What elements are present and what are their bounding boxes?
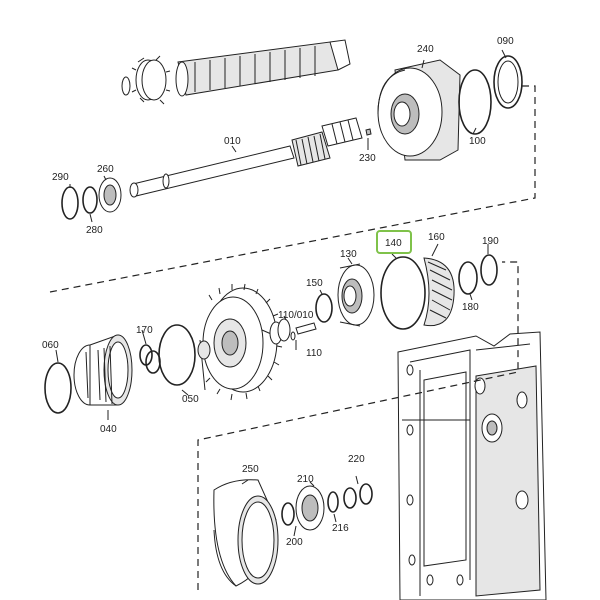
label-150: 150	[306, 278, 323, 289]
ring-140[interactable]	[380, 256, 426, 330]
label-110: 110	[306, 348, 322, 359]
label-180: 180	[462, 302, 479, 313]
label-280: 280	[86, 225, 103, 236]
ring-100[interactable]	[458, 69, 492, 135]
ring-220a[interactable]	[343, 487, 357, 509]
label-010: 010	[224, 136, 241, 147]
middle-assembly-group	[44, 243, 547, 600]
ring-050[interactable]	[158, 324, 196, 386]
ring-220b[interactable]	[359, 483, 373, 505]
label-210: 210	[297, 474, 314, 485]
label-240: 240	[417, 44, 434, 55]
label-140: 140	[385, 238, 402, 249]
pin-230[interactable]	[365, 128, 372, 136]
label-160: 160	[428, 232, 445, 243]
highlight-box-140[interactable]	[376, 230, 412, 254]
ring-280[interactable]	[82, 186, 98, 214]
ring-200[interactable]	[281, 502, 295, 526]
label-190: 190	[482, 236, 499, 247]
label-110-010: 110/010	[278, 310, 314, 321]
drum-040[interactable]	[73, 334, 133, 406]
boundary-top	[49, 85, 536, 293]
label-050: 050	[182, 394, 199, 405]
ring-180[interactable]	[458, 261, 478, 295]
ring-170b[interactable]	[145, 350, 161, 374]
ring-150[interactable]	[315, 293, 333, 323]
pinion-110-010[interactable]	[269, 318, 291, 345]
needle-bearing[interactable]	[197, 340, 211, 360]
label-250: 250	[242, 464, 259, 475]
gear-assembly[interactable]	[199, 283, 286, 401]
label-170: 170	[136, 325, 153, 336]
ring-216[interactable]	[327, 491, 339, 513]
label-090: 090	[497, 36, 514, 47]
bottom-assembly-group	[213, 475, 373, 587]
label-100: 100	[469, 136, 486, 147]
label-040: 040	[100, 424, 117, 435]
bearing-210[interactable]	[295, 485, 325, 531]
bearing-260[interactable]	[98, 177, 122, 213]
label-230: 230	[359, 153, 376, 164]
callout-labels: 240 090 100 010 230 290 260 280 140 160 …	[42, 36, 514, 548]
label-060: 060	[42, 340, 59, 351]
ring-190[interactable]	[480, 254, 498, 286]
upper-splined-shaft[interactable]	[175, 39, 351, 97]
label-216: 216	[332, 523, 349, 534]
boundary-lower	[197, 261, 519, 590]
cover-240[interactable]	[377, 59, 461, 161]
shaft-010[interactable]	[129, 117, 363, 198]
bearing-130[interactable]	[337, 263, 375, 327]
cover-250[interactable]	[213, 479, 279, 587]
label-220: 220	[348, 454, 365, 465]
ring-060[interactable]	[44, 362, 72, 414]
label-290: 290	[52, 172, 69, 183]
disc-160[interactable]	[423, 257, 455, 327]
pin-110[interactable]	[295, 322, 317, 335]
label-130: 130	[340, 249, 357, 260]
transmission-housing[interactable]	[397, 331, 547, 600]
ring-290[interactable]	[61, 186, 79, 220]
toothed-ring-090[interactable]	[493, 55, 523, 109]
upper-small-gear[interactable]	[121, 55, 171, 105]
label-200: 200	[286, 537, 303, 548]
top-assembly-group	[61, 39, 523, 223]
label-260: 260	[97, 164, 114, 175]
